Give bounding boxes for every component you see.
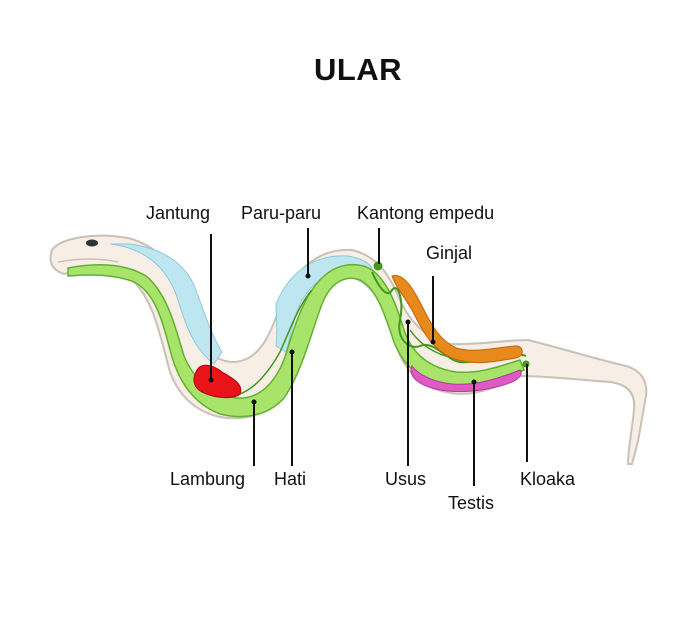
dot-hati	[289, 349, 295, 355]
label-kantong-empedu: Kantong empedu	[357, 203, 495, 223]
digestive-tract	[67, 263, 525, 418]
label-paru-paru: Paru-paru	[241, 203, 322, 223]
label-ginjal: Ginjal	[426, 243, 473, 263]
snake-mouth	[57, 258, 119, 263]
label-lambung: Lambung	[170, 469, 246, 489]
label-kloaka: Kloaka	[520, 469, 576, 489]
label-hati: Hati	[274, 469, 307, 489]
dot-usus	[405, 319, 411, 325]
pointer-dots	[208, 273, 477, 405]
snake-eye	[86, 239, 98, 247]
dot-paru-paru	[305, 273, 311, 279]
kidney-shape	[391, 274, 523, 364]
lung-shape	[109, 243, 223, 365]
dot-ginjal	[430, 339, 436, 345]
snake-body	[49, 234, 648, 465]
pointer-lines	[210, 228, 528, 486]
dot-jantung	[208, 377, 214, 383]
heart-shape	[193, 364, 242, 399]
gallbladder	[373, 261, 383, 271]
testis-shape	[410, 364, 522, 393]
dot-testis	[471, 379, 477, 385]
diagram-title: ULAR	[313, 52, 403, 87]
label-usus: Usus	[385, 469, 427, 489]
dot-lambung	[251, 399, 257, 405]
label-testis: Testis	[448, 493, 495, 513]
intestine-coil-3	[239, 289, 313, 395]
label-jantung: Jantung	[146, 203, 211, 223]
